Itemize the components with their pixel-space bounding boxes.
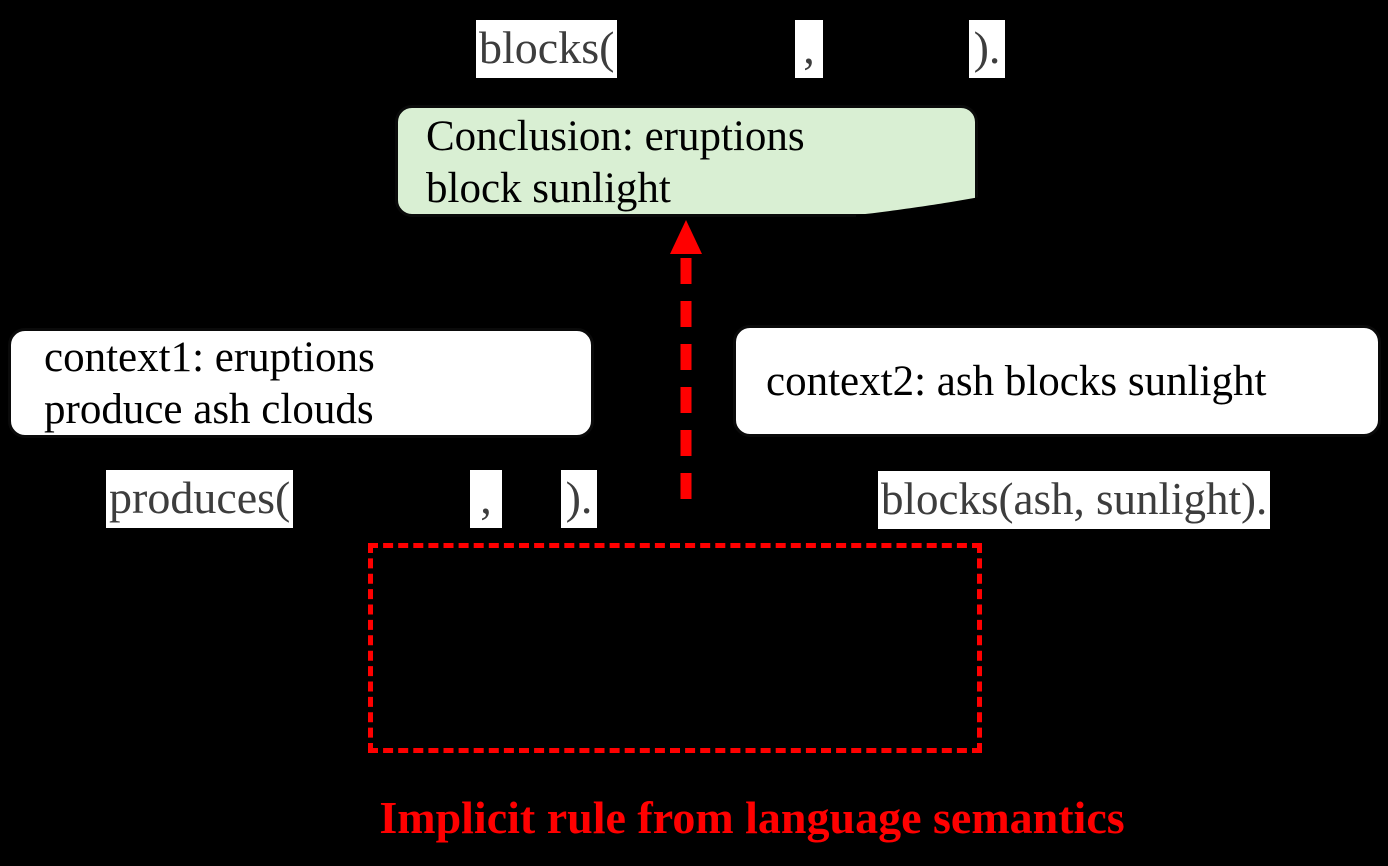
context1-line1: context1: eruptions — [44, 334, 375, 381]
context2-formula: blocks(ash, sunlight). — [878, 471, 1271, 529]
context1-formula-close: ). — [561, 470, 597, 528]
conclusion-box: Conclusion: eruptions block sunlight — [395, 105, 978, 217]
implicit-rule-box — [368, 543, 982, 753]
conclusion-line1: Conclusion: eruptions — [426, 113, 805, 160]
conclusion-formula-comma: , — [795, 20, 823, 78]
corner-smudge — [856, 197, 980, 218]
conclusion-line2: block sunlight — [426, 165, 671, 212]
implicit-rule-arrow-icon — [670, 220, 702, 508]
context1-box: context1: eruptions produce ash clouds — [8, 328, 594, 438]
context1-formula-comma: , — [470, 470, 502, 528]
context1-formula-open: produces( — [106, 470, 294, 528]
context2-box: context2: ash blocks sunlight — [733, 325, 1381, 437]
context2-text: context2: ash blocks sunlight — [766, 357, 1267, 405]
context1-line2: produce ash clouds — [44, 386, 374, 433]
conclusion-formula-close: ). — [969, 20, 1005, 78]
conclusion-formula-open: blocks( — [476, 20, 618, 78]
implicit-rule-caption: Implicit rule from language semantics — [379, 792, 1125, 843]
